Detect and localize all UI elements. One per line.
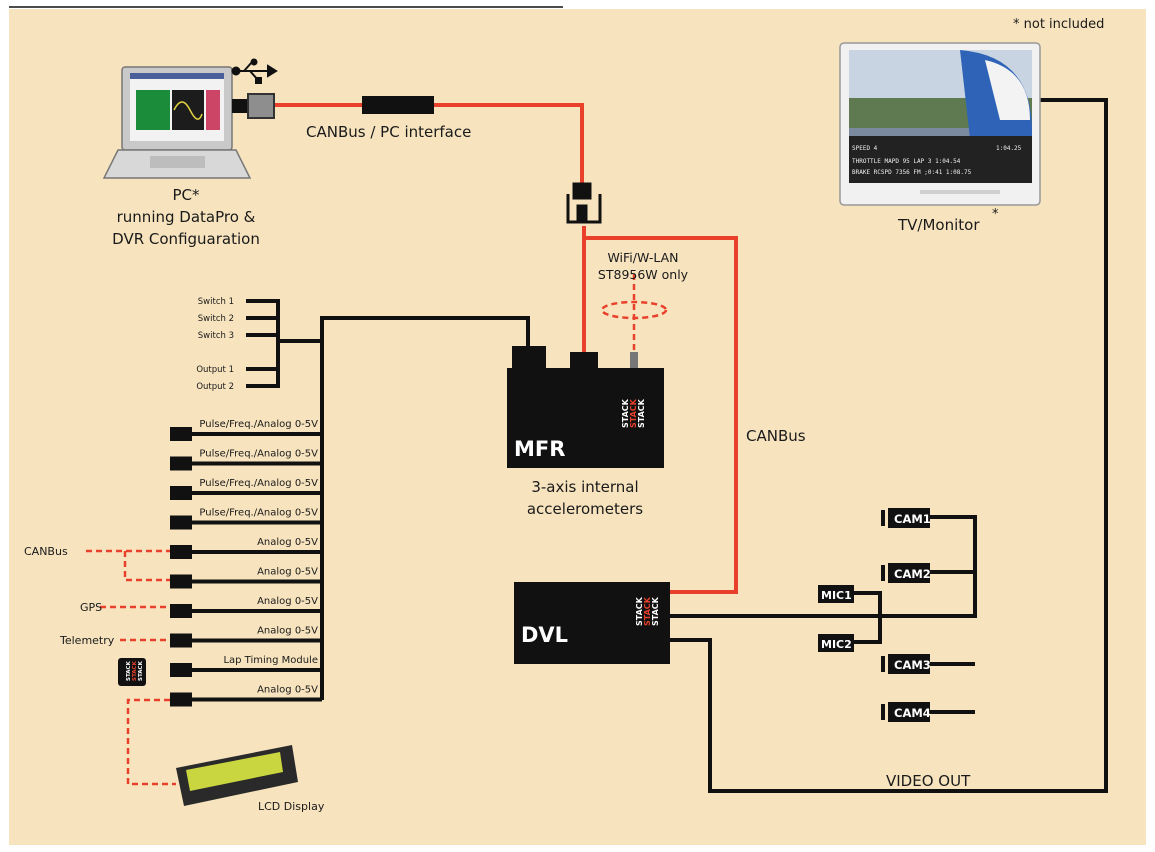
stack-logo: STACK STACK STACK [635, 596, 660, 626]
input-channel-label: Pulse/Freq./Analog 0-5V [199, 508, 318, 519]
pc-interface-module [362, 96, 434, 114]
mfr-sub-label-2: accelerometers [527, 500, 643, 518]
canbus-cables [274, 103, 738, 594]
input-channel-label: Pulse/Freq./Analog 0-5V [199, 449, 318, 460]
switch-1-label: Switch 1 [198, 297, 234, 307]
svg-text:STACK: STACK [126, 660, 132, 681]
mfr-unit: MFR STACK STACK STACK [507, 346, 664, 468]
cam-1: CAM1 [881, 508, 931, 528]
input-channel: Analog 0-5V [170, 567, 322, 589]
tv-asterisk: * [992, 207, 999, 222]
lcd-label: LCD Display [258, 800, 325, 813]
svg-text:CAM3: CAM3 [894, 658, 931, 672]
svg-text:STACK: STACK [635, 596, 644, 626]
cam-4: CAM4 [881, 702, 931, 722]
svg-text:STACK: STACK [138, 660, 144, 681]
input-channel-label: Analog 0-5V [257, 685, 318, 696]
svg-text:CAM4: CAM4 [894, 706, 931, 720]
input-connector [170, 663, 192, 677]
pc-label-software: running DataPro & [117, 208, 256, 226]
canbus-label: CANBus [746, 427, 806, 445]
input-connector [170, 604, 192, 618]
lcd-display [176, 745, 298, 806]
cam-2: CAM2 [881, 563, 931, 583]
stack-logo: STACK STACK STACK [621, 398, 646, 428]
svg-text:CAM1: CAM1 [894, 512, 931, 526]
svg-text:STACK: STACK [637, 398, 646, 428]
input-channel-label: Analog 0-5V [257, 537, 318, 548]
dvl-unit: DVL STACK STACK STACK [514, 582, 670, 664]
tv-monitor: SPEED 4 THROTTLE MAPD 95 LAP 3 1:04.54 B… [839, 42, 1041, 206]
usb-icon [231, 58, 278, 84]
svg-text:BRAKE RCSPD 7356 FM ;0:41: BRAKE RCSPD 7356 FM ;0:41 1:08.75 [852, 169, 972, 176]
pc-label-config: DVR Configuaration [112, 230, 260, 248]
input-channels: Pulse/Freq./Analog 0-5V Pulse/Freq./Analo… [170, 419, 322, 707]
laptop-icon [102, 66, 252, 179]
input-channel: Pulse/Freq./Analog 0-5V [170, 508, 322, 530]
svg-text:STACK: STACK [132, 660, 138, 681]
svg-text:THROTTLE MAPD 95 LAP 3: THROTTLE MAPD 95 LAP 3 1:04.54 [852, 158, 961, 165]
svg-text:STACK: STACK [629, 398, 638, 428]
switch-labels: Switch 1 Switch 2 Switch 3 Output 1 Outp… [196, 297, 234, 392]
output-1-label: Output 1 [196, 365, 234, 375]
cam-3: CAM3 [881, 654, 931, 674]
input-channel-label: Lap Timing Module [223, 655, 318, 666]
svg-text:1:04.25: 1:04.25 [996, 145, 1022, 152]
lap-timing-module: STACK STACK STACK [118, 658, 146, 686]
mic-2: MIC2 [818, 634, 854, 652]
input-connector [170, 545, 192, 559]
canbus-input-label: CANBus [24, 545, 68, 558]
svg-text:CAM2: CAM2 [894, 567, 931, 581]
mic-1: MIC1 [818, 585, 854, 603]
svg-text:MIC2: MIC2 [821, 638, 852, 651]
input-channel: Pulse/Freq./Analog 0-5V [170, 449, 322, 471]
canbus-plug [566, 182, 602, 224]
input-channel: Pulse/Freq./Analog 0-5V [170, 419, 322, 441]
usb-connector [232, 93, 275, 119]
input-connector [170, 574, 192, 589]
svg-text:SPEED 4: SPEED 4 [852, 145, 878, 152]
video-out-label: VIDEO OUT [886, 772, 971, 790]
input-connector [170, 633, 192, 648]
input-channel: Analog 0-5V [170, 685, 322, 707]
output-2-label: Output 2 [196, 382, 234, 392]
microphones: MIC1 MIC2 [818, 585, 854, 652]
gps-label: GPS [80, 601, 102, 614]
input-channel-label: Analog 0-5V [257, 626, 318, 637]
input-channel-label: Pulse/Freq./Analog 0-5V [199, 478, 318, 489]
svg-text:STACK: STACK [651, 596, 660, 626]
wifi-model-label: ST8956W only [598, 267, 689, 282]
telemetry-label: Telemetry [59, 634, 115, 647]
dvl-name: DVL [521, 623, 568, 647]
input-connector [170, 692, 192, 707]
svg-text:STACK: STACK [643, 596, 652, 626]
tv-label: TV/Monitor [897, 216, 980, 234]
svg-text:STACK: STACK [621, 398, 630, 428]
switch-2-label: Switch 2 [198, 314, 234, 324]
mfr-name: MFR [514, 437, 565, 461]
input-connector [170, 456, 192, 471]
mfr-sub-label: 3-axis internal [531, 478, 638, 496]
black-cables [246, 98, 1108, 793]
wifi-label: WiFi/W-LAN [607, 250, 678, 265]
interface-label: CANBus / PC interface [306, 123, 471, 141]
input-channel: Pulse/Freq./Analog 0-5V [170, 478, 322, 500]
cameras: CAM1 CAM2 CAM3 CAM4 [881, 508, 931, 722]
input-channel: Analog 0-5V [170, 537, 322, 559]
input-connector [170, 486, 192, 500]
input-channel: Analog 0-5V [170, 596, 322, 618]
not-included-note: * not included [1013, 17, 1104, 32]
input-connector [170, 427, 192, 441]
switch-3-label: Switch 3 [198, 331, 234, 341]
input-channel: Analog 0-5V [170, 626, 322, 648]
pc-label: PC* [172, 186, 200, 204]
svg-text:MIC1: MIC1 [821, 589, 852, 602]
input-channel-label: Pulse/Freq./Analog 0-5V [199, 419, 318, 430]
input-channel-label: Analog 0-5V [257, 596, 318, 607]
input-channel: Lap Timing Module [170, 655, 322, 677]
input-channel-label: Analog 0-5V [257, 567, 318, 578]
input-connector [170, 515, 192, 530]
